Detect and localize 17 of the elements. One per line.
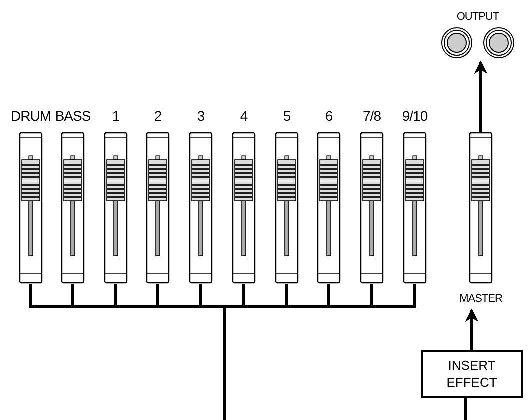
channel-label: 6 xyxy=(324,108,334,124)
channel-label: BASS xyxy=(54,108,92,124)
channel-label: DRUM xyxy=(11,108,51,124)
arrow xyxy=(465,308,479,350)
channel-label: 5 xyxy=(282,108,292,124)
signal-line xyxy=(224,284,416,420)
signal-line xyxy=(464,398,468,420)
channel-label: 4 xyxy=(239,108,249,124)
channel-label: 3 xyxy=(196,108,206,124)
channel-label: 7/8 xyxy=(362,108,382,124)
output-label: OUTPUT xyxy=(456,11,500,24)
channel-label: 2 xyxy=(153,108,163,124)
effect-box: INSERT EFFECT xyxy=(421,350,523,398)
arrow xyxy=(474,60,488,132)
channel-label: 9/10 xyxy=(401,108,429,124)
channel-label: MASTER xyxy=(458,293,504,306)
channel-label: 1 xyxy=(111,108,121,124)
